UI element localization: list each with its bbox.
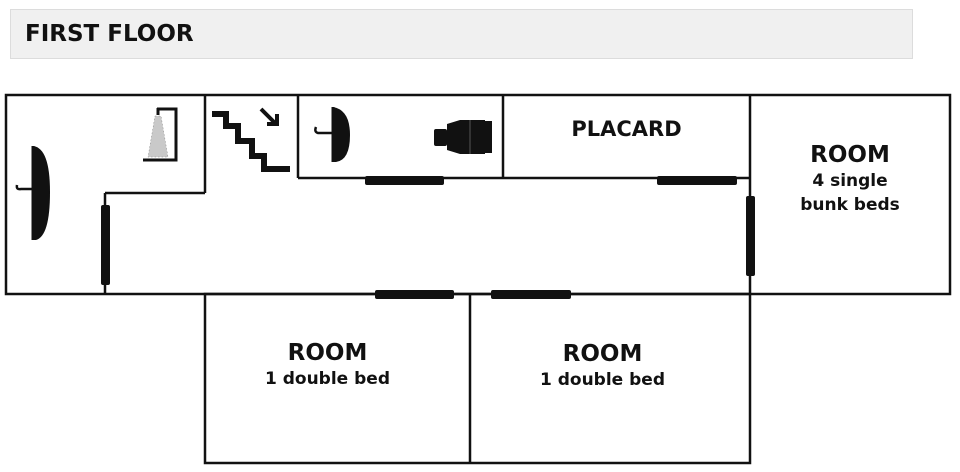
room-desc-line1: 1 double bed: [539, 370, 665, 390]
toilet-icon: [434, 120, 492, 154]
room-desc-line2: bunk beds: [800, 195, 900, 215]
room-desc-line1: 4 single: [812, 171, 888, 191]
room-bunk: ROOM 4 single bunk beds: [750, 141, 950, 217]
washbasin-icon: [314, 107, 350, 162]
washbasin-icon: [15, 146, 50, 240]
room-double-2: ROOM 1 double bed: [470, 340, 735, 392]
floor-title: FIRST FLOOR: [25, 21, 194, 47]
room-desc-line1: 1 double bed: [264, 369, 390, 389]
doors: [101, 176, 755, 299]
door-double-room-2[interactable]: [491, 290, 571, 299]
room-title: ROOM: [287, 340, 368, 366]
door-placard[interactable]: [657, 176, 737, 185]
stairs-down-icon: [212, 107, 290, 172]
shower-icon: [143, 107, 178, 162]
placard-label: PLACARD: [571, 117, 682, 141]
floor-header-banner: FIRST FLOOR: [10, 9, 913, 59]
room-title: ROOM: [562, 341, 643, 367]
door-double-room-1[interactable]: [375, 290, 454, 299]
door-bathroom[interactable]: [101, 205, 110, 285]
door-bunk-room[interactable]: [746, 196, 755, 276]
door-wc[interactable]: [365, 176, 444, 185]
room-title: ROOM: [810, 142, 890, 168]
room-double-1: ROOM 1 double bed: [195, 339, 460, 391]
